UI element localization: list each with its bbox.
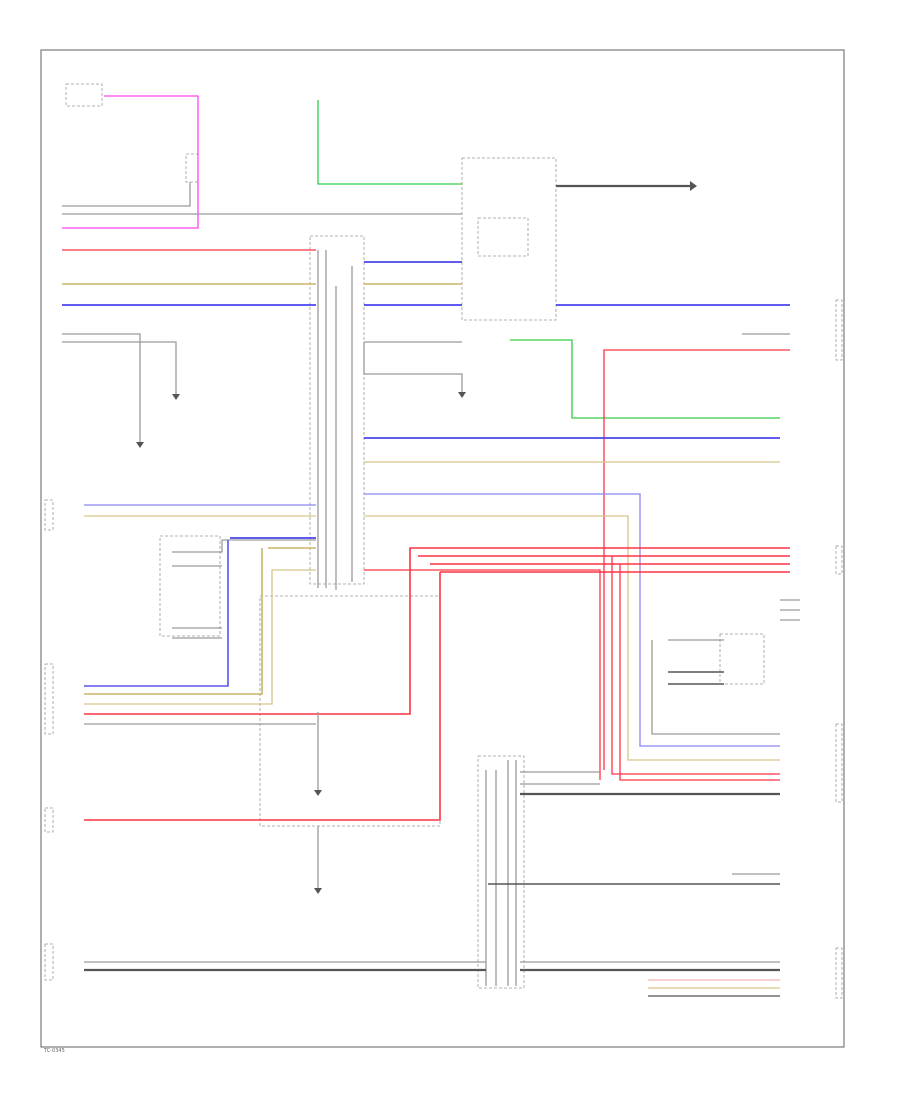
ground-symbol bbox=[458, 392, 466, 398]
wire-light-blue bbox=[364, 493, 780, 747]
wire-gray bbox=[363, 342, 463, 392]
control-unit-switch bbox=[477, 217, 529, 257]
wire-pink bbox=[62, 95, 199, 229]
module-lower-center bbox=[259, 595, 441, 827]
ground-symbol bbox=[314, 790, 322, 796]
left-connector-foot bbox=[44, 943, 54, 981]
wire-blue bbox=[84, 540, 229, 687]
diagram-code-label: TC-0345 bbox=[43, 1048, 65, 1054]
wire-tan bbox=[84, 569, 316, 705]
wire-gray bbox=[62, 341, 177, 394]
right-connector-mid bbox=[835, 545, 843, 575]
wire-red bbox=[611, 556, 780, 775]
wire-gray bbox=[62, 182, 191, 207]
right-connector-upper bbox=[835, 299, 843, 361]
wire-gray bbox=[651, 640, 780, 735]
control-unit-top bbox=[461, 157, 557, 321]
relay-connector bbox=[185, 153, 199, 183]
right-connector-lower bbox=[835, 723, 843, 803]
ground-symbol bbox=[172, 394, 180, 400]
wire-red bbox=[619, 564, 780, 781]
wire-green bbox=[510, 339, 780, 419]
ground-symbol bbox=[314, 888, 322, 894]
left-connector-bottom bbox=[44, 807, 54, 833]
left-connector-lower bbox=[44, 663, 54, 735]
diagram-frame bbox=[40, 49, 845, 1048]
wire-red bbox=[84, 547, 790, 715]
left-connector-middle bbox=[44, 499, 54, 531]
module-center-small bbox=[159, 535, 221, 637]
junction-block-bottom bbox=[477, 755, 525, 989]
right-connector-foot bbox=[835, 947, 843, 999]
module-right-small bbox=[719, 633, 765, 685]
wire-tan bbox=[364, 515, 780, 761]
ground-symbol bbox=[690, 181, 697, 191]
wire-gray bbox=[172, 539, 316, 553]
wire-red bbox=[84, 572, 441, 821]
wire-tan bbox=[84, 548, 263, 695]
ground-symbol bbox=[136, 442, 144, 448]
wire-green bbox=[317, 100, 462, 185]
wire-red bbox=[603, 349, 790, 770]
junction-block-center bbox=[309, 235, 365, 585]
wire-red bbox=[364, 569, 601, 780]
wire-gray bbox=[62, 333, 141, 442]
top-left-component bbox=[65, 83, 103, 107]
